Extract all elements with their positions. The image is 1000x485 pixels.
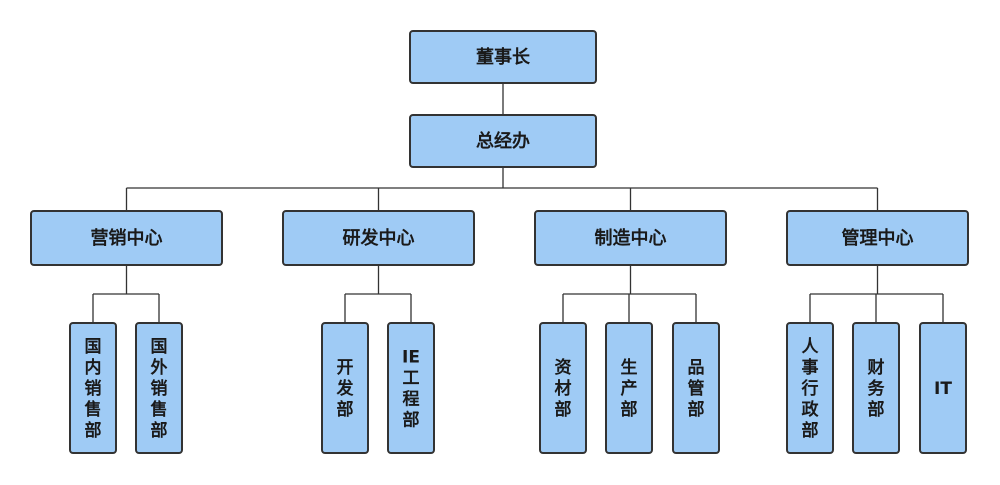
node-dept-development-label: 开发部 bbox=[336, 358, 355, 420]
node-center-rd-label: 研发中心 bbox=[343, 227, 415, 249]
node-chairman-label: 董事长 bbox=[476, 46, 531, 68]
node-chairman[interactable]: 董事长 bbox=[409, 30, 597, 84]
node-dept-finance[interactable]: 财务部 bbox=[852, 322, 900, 454]
node-dept-production[interactable]: 生产部 bbox=[605, 322, 653, 454]
node-dept-overseas-sales-label: 国外销售部 bbox=[151, 337, 168, 441]
org-chart-edges bbox=[92, 83, 944, 323]
node-center-marketing[interactable]: 营销中心 bbox=[30, 210, 223, 266]
node-general-office[interactable]: 总经办 bbox=[409, 114, 597, 168]
node-center-marketing-label: 营销中心 bbox=[91, 227, 163, 249]
node-center-manufacturing[interactable]: 制造中心 bbox=[534, 210, 727, 266]
node-dept-development[interactable]: 开发部 bbox=[321, 322, 369, 454]
node-dept-quality[interactable]: 品管部 bbox=[672, 322, 720, 454]
node-center-rd[interactable]: 研发中心 bbox=[282, 210, 475, 266]
node-dept-it[interactable]: IT bbox=[919, 322, 967, 454]
node-center-manufacturing-label: 制造中心 bbox=[595, 227, 667, 249]
node-dept-domestic-sales-label: 国内销售部 bbox=[85, 337, 102, 441]
node-dept-hr-admin[interactable]: 人事行政部 bbox=[786, 322, 834, 454]
node-dept-materials-label: 资材部 bbox=[555, 357, 572, 420]
node-dept-domestic-sales[interactable]: 国内销售部 bbox=[69, 322, 117, 454]
node-dept-hr-admin-label: 人事行政部 bbox=[801, 337, 820, 441]
node-dept-overseas-sales[interactable]: 国外销售部 bbox=[135, 322, 183, 454]
node-dept-production-label: 生产部 bbox=[621, 357, 638, 420]
node-dept-quality-label: 品管部 bbox=[688, 358, 705, 420]
node-dept-materials[interactable]: 资材部 bbox=[539, 322, 587, 454]
node-dept-it-label: IT bbox=[934, 379, 952, 399]
node-center-management[interactable]: 管理中心 bbox=[786, 210, 969, 266]
node-general-office-label: 总经办 bbox=[476, 130, 530, 152]
node-dept-finance-label: 财务部 bbox=[867, 357, 886, 420]
node-center-management-label: 管理中心 bbox=[842, 227, 914, 249]
